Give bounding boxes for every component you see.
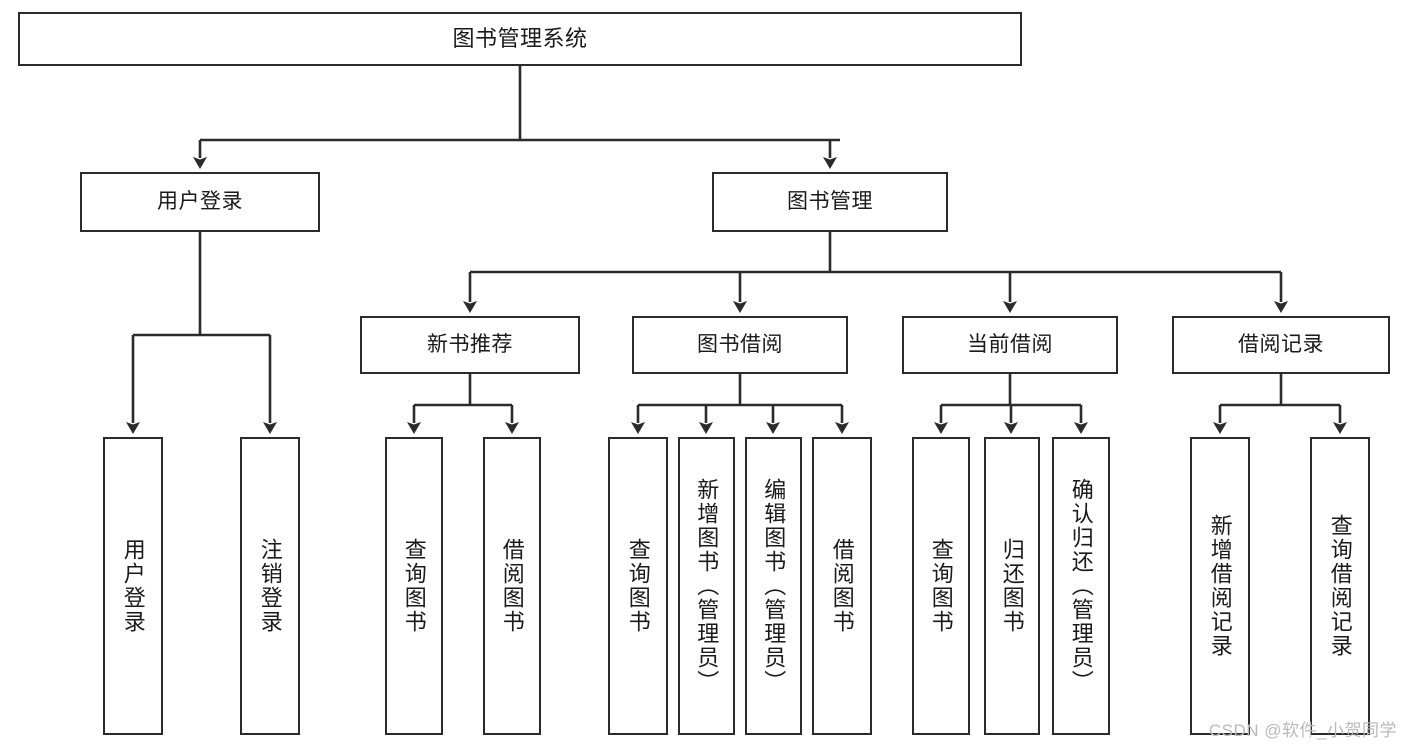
- node-leaf-query-book-3-label: 查询图书: [928, 538, 954, 634]
- node-book-borrow-label: 图书借阅: [697, 332, 783, 356]
- node-root[interactable]: 图书管理系统: [18, 12, 1022, 66]
- node-leaf-confirm-return-label: 确认归还（管理员）: [1068, 478, 1094, 694]
- node-new-book-recommend[interactable]: 新书推荐: [360, 316, 580, 374]
- node-leaf-add-borrow-record[interactable]: 新增借阅记录: [1190, 437, 1250, 735]
- node-book-manage[interactable]: 图书管理: [712, 172, 948, 232]
- node-leaf-user-login-label: 用户登录: [120, 538, 146, 634]
- node-leaf-add-book[interactable]: 新增图书（管理员）: [678, 437, 735, 735]
- node-user-login[interactable]: 用户登录: [80, 172, 320, 232]
- node-leaf-borrow-book-1-label: 借阅图书: [499, 538, 525, 634]
- node-leaf-query-book-1-label: 查询图书: [401, 538, 427, 634]
- node-root-label: 图书管理系统: [452, 26, 588, 52]
- node-new-book-recommend-label: 新书推荐: [427, 332, 513, 356]
- node-leaf-query-book-2-label: 查询图书: [625, 538, 651, 634]
- node-book-borrow[interactable]: 图书借阅: [632, 316, 848, 374]
- node-leaf-user-logout-label: 注销登录: [257, 538, 283, 634]
- watermark: CSDN @软件_小贺同学: [1208, 721, 1397, 740]
- node-leaf-edit-book[interactable]: 编辑图书（管理员）: [745, 437, 802, 735]
- node-leaf-user-login[interactable]: 用户登录: [103, 437, 163, 735]
- node-leaf-borrow-book-2[interactable]: 借阅图书: [812, 437, 872, 735]
- node-borrow-record[interactable]: 借阅记录: [1172, 316, 1390, 374]
- node-leaf-query-borrow-record-label: 查询借阅记录: [1327, 514, 1353, 658]
- node-leaf-user-logout[interactable]: 注销登录: [240, 437, 300, 735]
- node-leaf-borrow-book-2-label: 借阅图书: [829, 538, 855, 634]
- node-leaf-confirm-return[interactable]: 确认归还（管理员）: [1052, 437, 1110, 735]
- node-leaf-return-book-label: 归还图书: [999, 538, 1025, 634]
- node-current-borrow[interactable]: 当前借阅: [902, 316, 1118, 374]
- node-borrow-record-label: 借阅记录: [1238, 332, 1324, 356]
- node-leaf-query-book-2[interactable]: 查询图书: [608, 437, 668, 735]
- node-leaf-return-book[interactable]: 归还图书: [984, 437, 1040, 735]
- node-user-login-label: 用户登录: [157, 189, 243, 213]
- node-leaf-query-borrow-record[interactable]: 查询借阅记录: [1310, 437, 1370, 735]
- node-leaf-query-book-1[interactable]: 查询图书: [385, 437, 443, 735]
- node-current-borrow-label: 当前借阅: [967, 332, 1053, 356]
- node-book-manage-label: 图书管理: [787, 189, 873, 213]
- node-leaf-add-book-label: 新增图书（管理员）: [694, 478, 720, 694]
- node-leaf-borrow-book-1[interactable]: 借阅图书: [483, 437, 541, 735]
- node-leaf-add-borrow-record-label: 新增借阅记录: [1207, 514, 1233, 658]
- node-leaf-query-book-3[interactable]: 查询图书: [912, 437, 970, 735]
- node-leaf-edit-book-label: 编辑图书（管理员）: [761, 478, 787, 694]
